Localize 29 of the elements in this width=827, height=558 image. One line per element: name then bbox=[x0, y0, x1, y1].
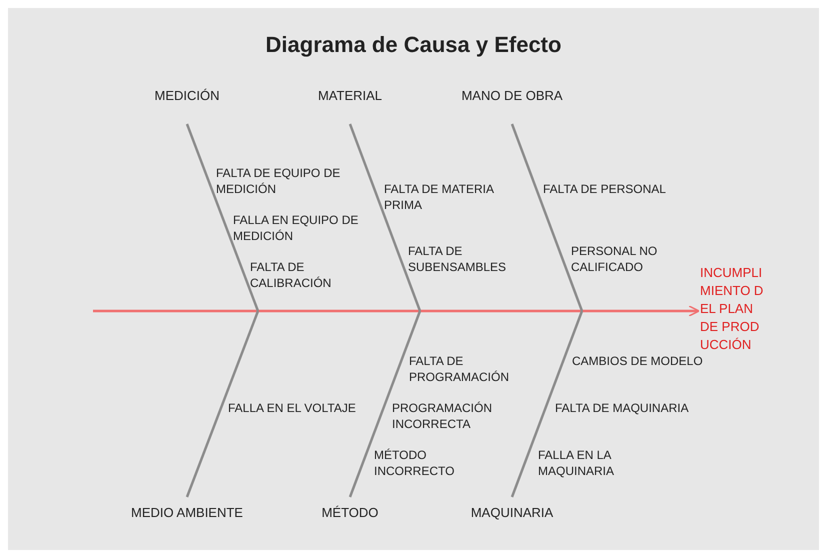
cause-label: FALLA EN LA MAQUINARIA bbox=[538, 447, 616, 479]
bone-line bbox=[510, 310, 584, 498]
bone-line bbox=[348, 310, 422, 498]
category-label: MÉTODO bbox=[322, 505, 378, 520]
category-label: MATERIAL bbox=[318, 88, 382, 103]
spine-arrow bbox=[93, 305, 700, 317]
cause-label: FALTA DE PERSONAL bbox=[543, 181, 667, 197]
cause-label: FALLA EN EQUIPO DE MEDICIÓN bbox=[233, 212, 360, 244]
cause-label: PERSONAL NO CALIFICADO bbox=[571, 243, 658, 275]
cause-label: FALTA DE EQUIPO DE MEDICIÓN bbox=[216, 165, 342, 197]
cause-label: FALTA DE CALIBRACIÓN bbox=[250, 259, 332, 291]
cause-label: FALLA EN EL VOLTAJE bbox=[228, 400, 357, 416]
category-label: MAQUINARIA bbox=[470, 505, 554, 520]
bone-line bbox=[510, 124, 584, 312]
cause-label: FALTA DE MAQUINARIA bbox=[555, 400, 690, 416]
cause-label: CAMBIOS DE MODELO bbox=[572, 353, 704, 369]
cause-label: FALTA DE MATERIA PRIMA bbox=[384, 181, 495, 213]
effect-label: INCUMPLIMIENTO DEL PLAN DE PRODUCCIÓN bbox=[700, 264, 764, 354]
category-label: MEDIO AMBIENTE bbox=[131, 505, 243, 520]
bone-line bbox=[186, 310, 260, 498]
cause-label: PROGRAMACIÓN INCORRECTA bbox=[392, 400, 494, 432]
bone-line bbox=[348, 124, 422, 312]
category-label: MANO DE OBRA bbox=[461, 88, 563, 103]
cause-label: MÉTODO INCORRECTO bbox=[374, 447, 456, 479]
bone-line bbox=[186, 124, 260, 312]
cause-label: FALTA DE SUBENSAMBLES bbox=[408, 243, 508, 275]
cause-label: FALTA DE PROGRAMACIÓN bbox=[409, 353, 510, 385]
diagram-title: Diagrama de Causa y Efecto bbox=[264, 32, 562, 58]
category-label: MEDICIÓN bbox=[154, 88, 220, 103]
